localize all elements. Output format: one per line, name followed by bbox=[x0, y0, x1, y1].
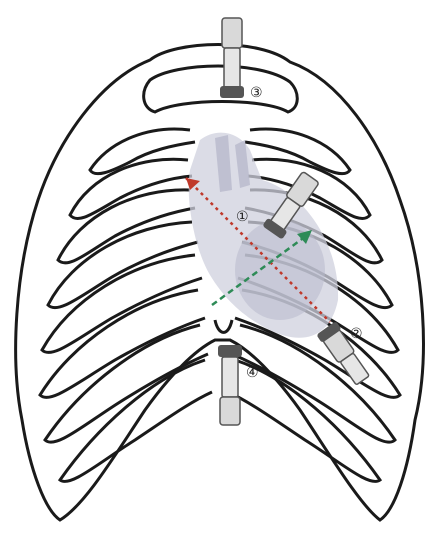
probe-label-2: ② bbox=[350, 326, 363, 342]
left-ribs bbox=[40, 129, 212, 481]
probe-label-4: ④ bbox=[246, 365, 259, 381]
probe-label-3: ③ bbox=[250, 85, 263, 101]
ultrasound-probe-icon bbox=[218, 345, 242, 425]
ultrasound-probe-icon bbox=[220, 18, 244, 98]
ultrasound-probe-icon bbox=[316, 321, 372, 387]
xiphoid bbox=[215, 320, 232, 332]
probe-label-1: ① bbox=[236, 209, 249, 225]
